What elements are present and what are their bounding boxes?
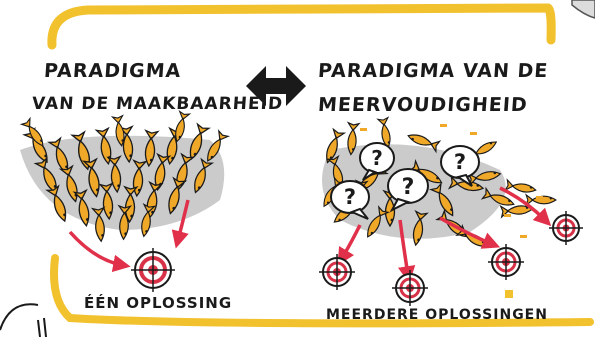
left-title-line2: VAN DE MAAKBAARHEID [31, 96, 283, 113]
right-title-line1: PARADIGMA VAN DE [317, 62, 549, 81]
arrow-icon [400, 220, 408, 275]
target-icon [549, 211, 583, 245]
question-mark: ? [454, 150, 466, 174]
question-bubble-icon: ? [331, 181, 369, 219]
arrow-icon [440, 218, 492, 244]
target-icon [131, 248, 175, 292]
right-caption: MEERDERE OPLOSSINGEN [326, 308, 548, 322]
left-title-line1: PARADIGMA [43, 62, 182, 81]
question-mark: ? [344, 185, 356, 209]
question-mark: ? [371, 146, 383, 170]
question-mark: ? [402, 175, 415, 200]
arrow-icon [178, 200, 188, 240]
right-title-line2: MEERVOUDIGHEID [317, 96, 528, 115]
question-bubble-icon: ? [441, 146, 479, 186]
target-icon [488, 244, 524, 280]
question-bubble-icon: ? [360, 143, 394, 180]
target-icon [392, 270, 428, 306]
arrow-icon [342, 225, 360, 258]
arrow-icon [500, 188, 545, 220]
arrow-icon [70, 232, 122, 265]
question-bubble-icon: ? [388, 169, 428, 210]
left-caption: ÉÉN OPLOSSING [84, 296, 232, 311]
target-icon [319, 254, 355, 290]
